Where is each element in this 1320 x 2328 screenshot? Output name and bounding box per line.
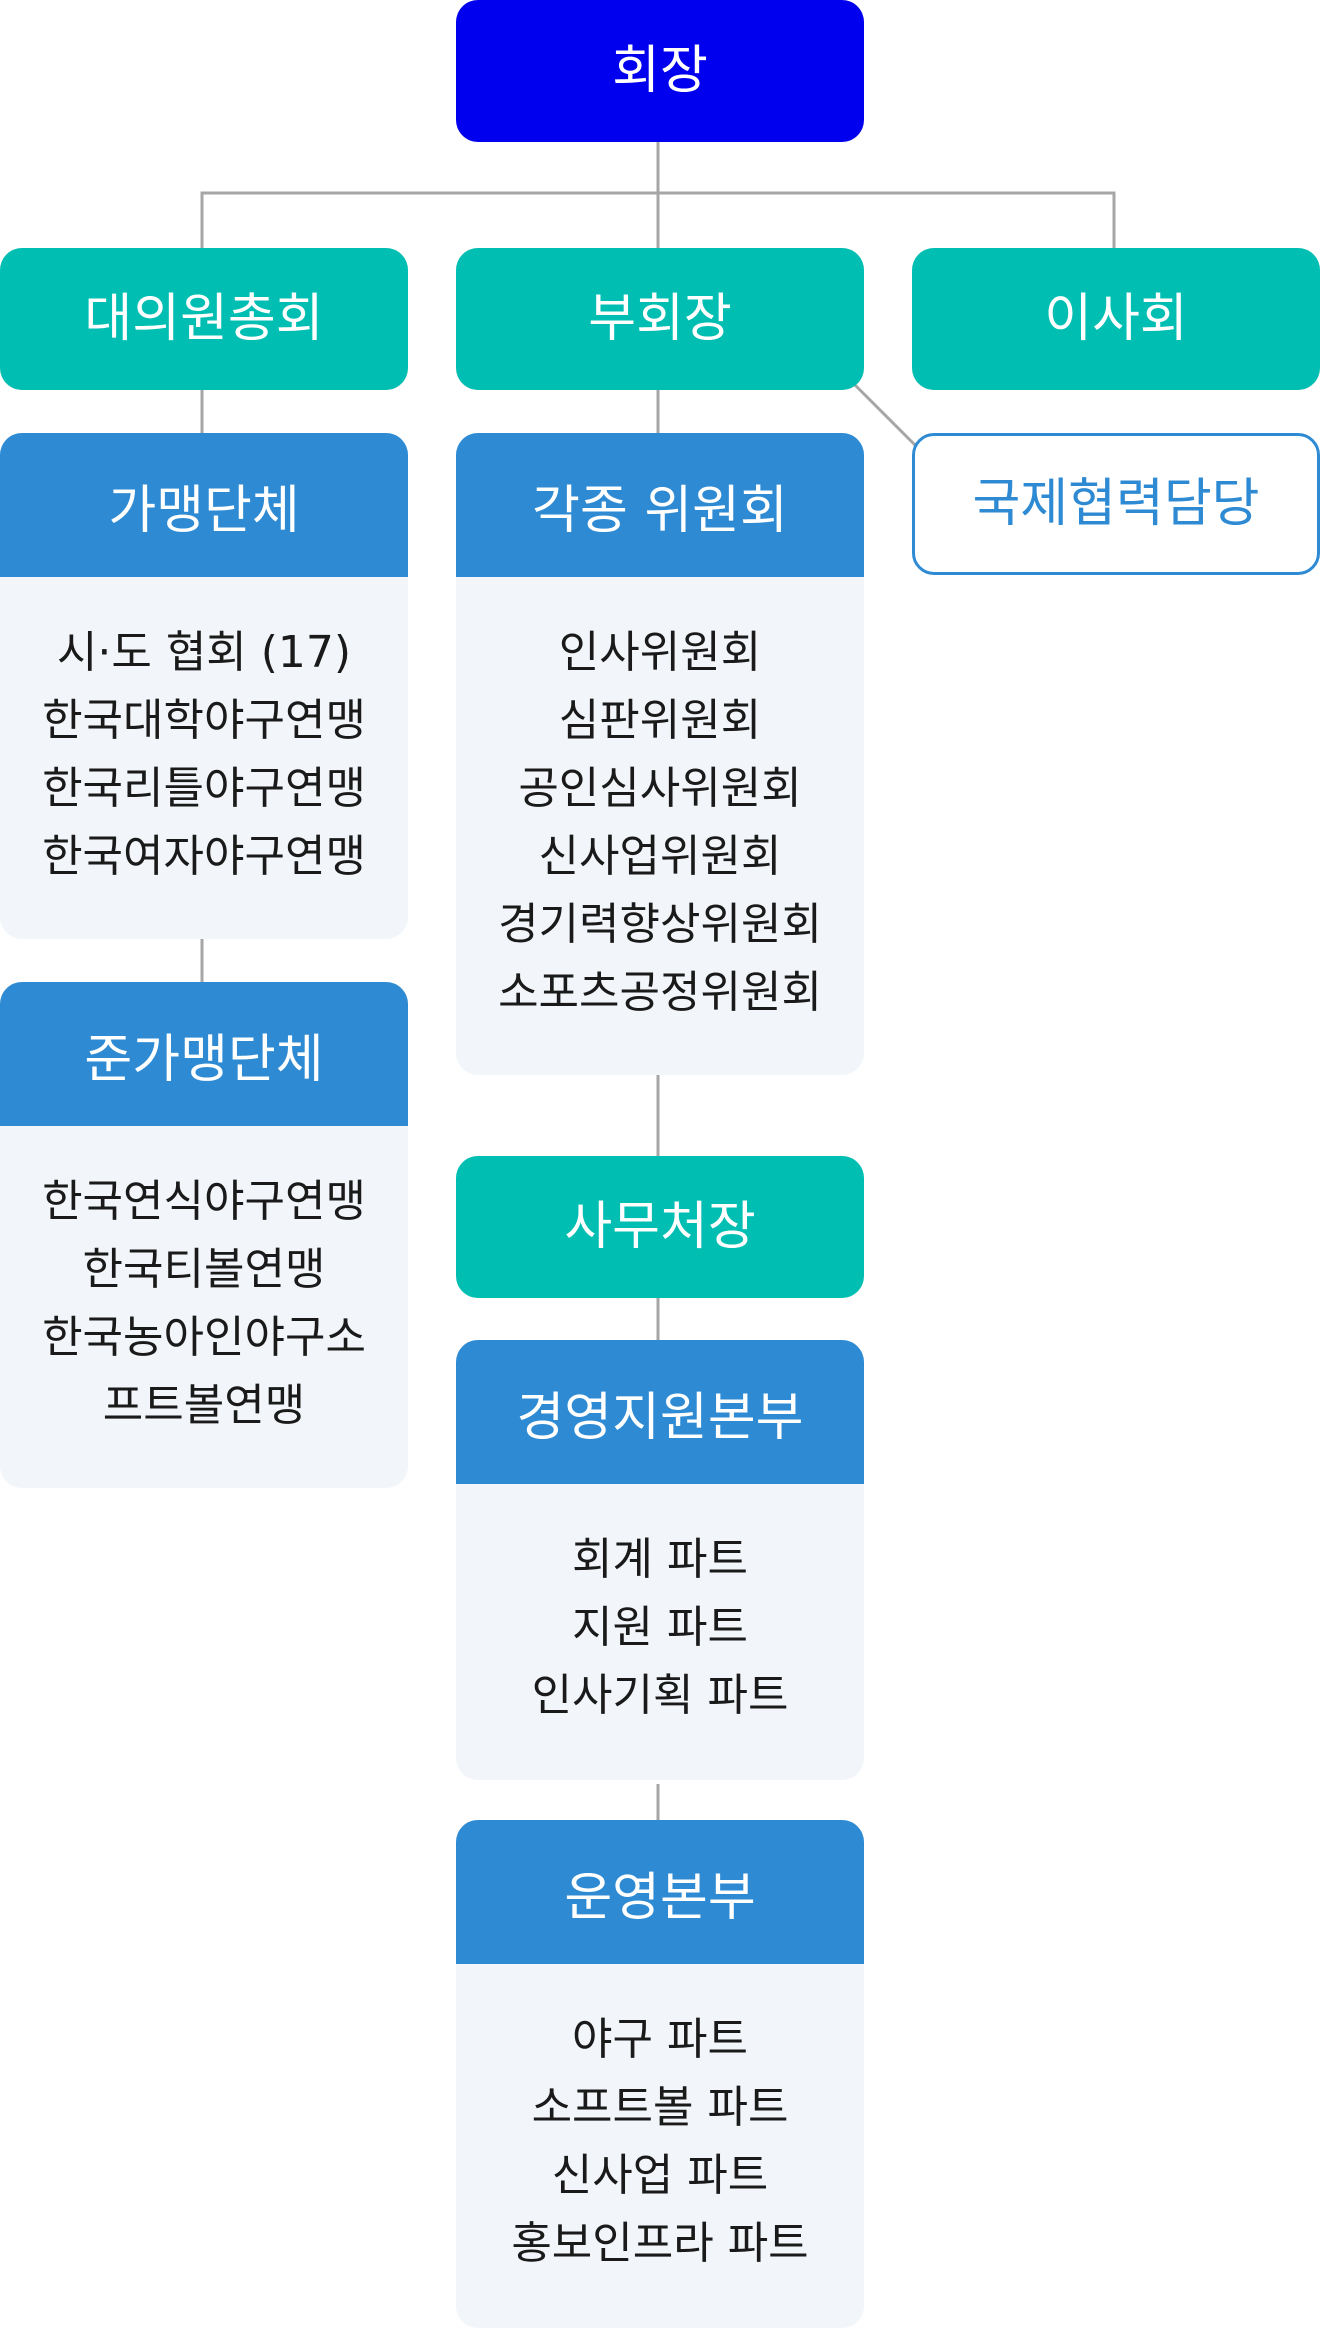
associate-orgs-group: 준가맹단체 한국연식야구연맹 한국티볼연맹 한국농아인야구소 프트볼연맹 — [0, 982, 408, 1488]
list-item: 프트볼연맹 — [102, 1380, 306, 1431]
list-item: 신사업 파트 — [551, 2150, 769, 2201]
list-item: 경기력향상위원회 — [498, 899, 822, 950]
list-item: 회계 파트 — [572, 1534, 748, 1585]
member-orgs-header: 가맹단체 — [0, 433, 408, 577]
committees-header: 각종 위원회 — [456, 433, 864, 577]
vice-president-node: 부회장 — [456, 248, 864, 390]
secretary-general-node: 사무처장 — [456, 1156, 864, 1298]
committees-list: 인사위원회 심판위원회 공인심사위원회 신사업위원회 경기력향상위원회 소포츠공… — [456, 577, 864, 1027]
list-item: 지원 파트 — [572, 1602, 748, 1653]
list-item: 홍보인프라 파트 — [511, 2218, 809, 2269]
board-node: 이사회 — [912, 248, 1320, 390]
list-item: 한국농아인야구소 — [42, 1312, 366, 1363]
list-item: 소프트볼 파트 — [531, 2082, 789, 2133]
secretary-general-label: 사무처장 — [564, 1197, 756, 1257]
list-item: 한국티볼연맹 — [82, 1244, 326, 1295]
list-item: 한국여자야구연맹 — [42, 831, 366, 882]
president-node: 회장 — [456, 0, 864, 142]
associate-orgs-header: 준가맹단체 — [0, 982, 408, 1126]
list-item: 야구 파트 — [572, 2014, 748, 2065]
list-item: 소포츠공정위원회 — [498, 967, 822, 1018]
operations-hq-list: 야구 파트 소프트볼 파트 신사업 파트 홍보인프라 파트 — [456, 1964, 864, 2278]
operations-hq-group: 운영본부 야구 파트 소프트볼 파트 신사업 파트 홍보인프라 파트 — [456, 1820, 864, 2328]
management-hq-header: 경영지원본부 — [456, 1340, 864, 1484]
list-item: 한국연식야구연맹 — [42, 1176, 366, 1227]
member-orgs-list: 시·도 협회 (17) 한국대학야구연맹 한국리틀야구연맹 한국여자야구연맹 — [0, 577, 408, 891]
operations-hq-header: 운영본부 — [456, 1820, 864, 1964]
list-item: 한국대학야구연맹 — [42, 695, 366, 746]
board-label: 이사회 — [1044, 289, 1188, 349]
list-item: 공인심사위원회 — [518, 763, 802, 814]
general-assembly-label: 대의원총회 — [84, 289, 324, 349]
vice-president-label: 부회장 — [588, 289, 732, 349]
list-item: 심판위원회 — [558, 695, 762, 746]
committees-group: 각종 위원회 인사위원회 심판위원회 공인심사위원회 신사업위원회 경기력향상위… — [456, 433, 864, 1075]
list-item: 신사업위원회 — [538, 831, 782, 882]
general-assembly-node: 대의원총회 — [0, 248, 408, 390]
president-label: 회장 — [612, 41, 708, 101]
associate-orgs-list: 한국연식야구연맹 한국티볼연맹 한국농아인야구소 프트볼연맹 — [0, 1126, 408, 1440]
list-item: 인사기획 파트 — [531, 1670, 789, 1721]
list-item: 시·도 협회 (17) — [56, 627, 352, 678]
member-orgs-group: 가맹단체 시·도 협회 (17) 한국대학야구연맹 한국리틀야구연맹 한국여자야… — [0, 433, 408, 939]
management-hq-list: 회계 파트 지원 파트 인사기획 파트 — [456, 1484, 864, 1730]
list-item: 한국리틀야구연맹 — [42, 763, 366, 814]
international-cooperation-label: 국제협력담당 — [972, 474, 1260, 534]
management-hq-group: 경영지원본부 회계 파트 지원 파트 인사기획 파트 — [456, 1340, 864, 1780]
international-cooperation-node: 국제협력담당 — [912, 433, 1320, 575]
list-item: 인사위원회 — [558, 627, 762, 678]
